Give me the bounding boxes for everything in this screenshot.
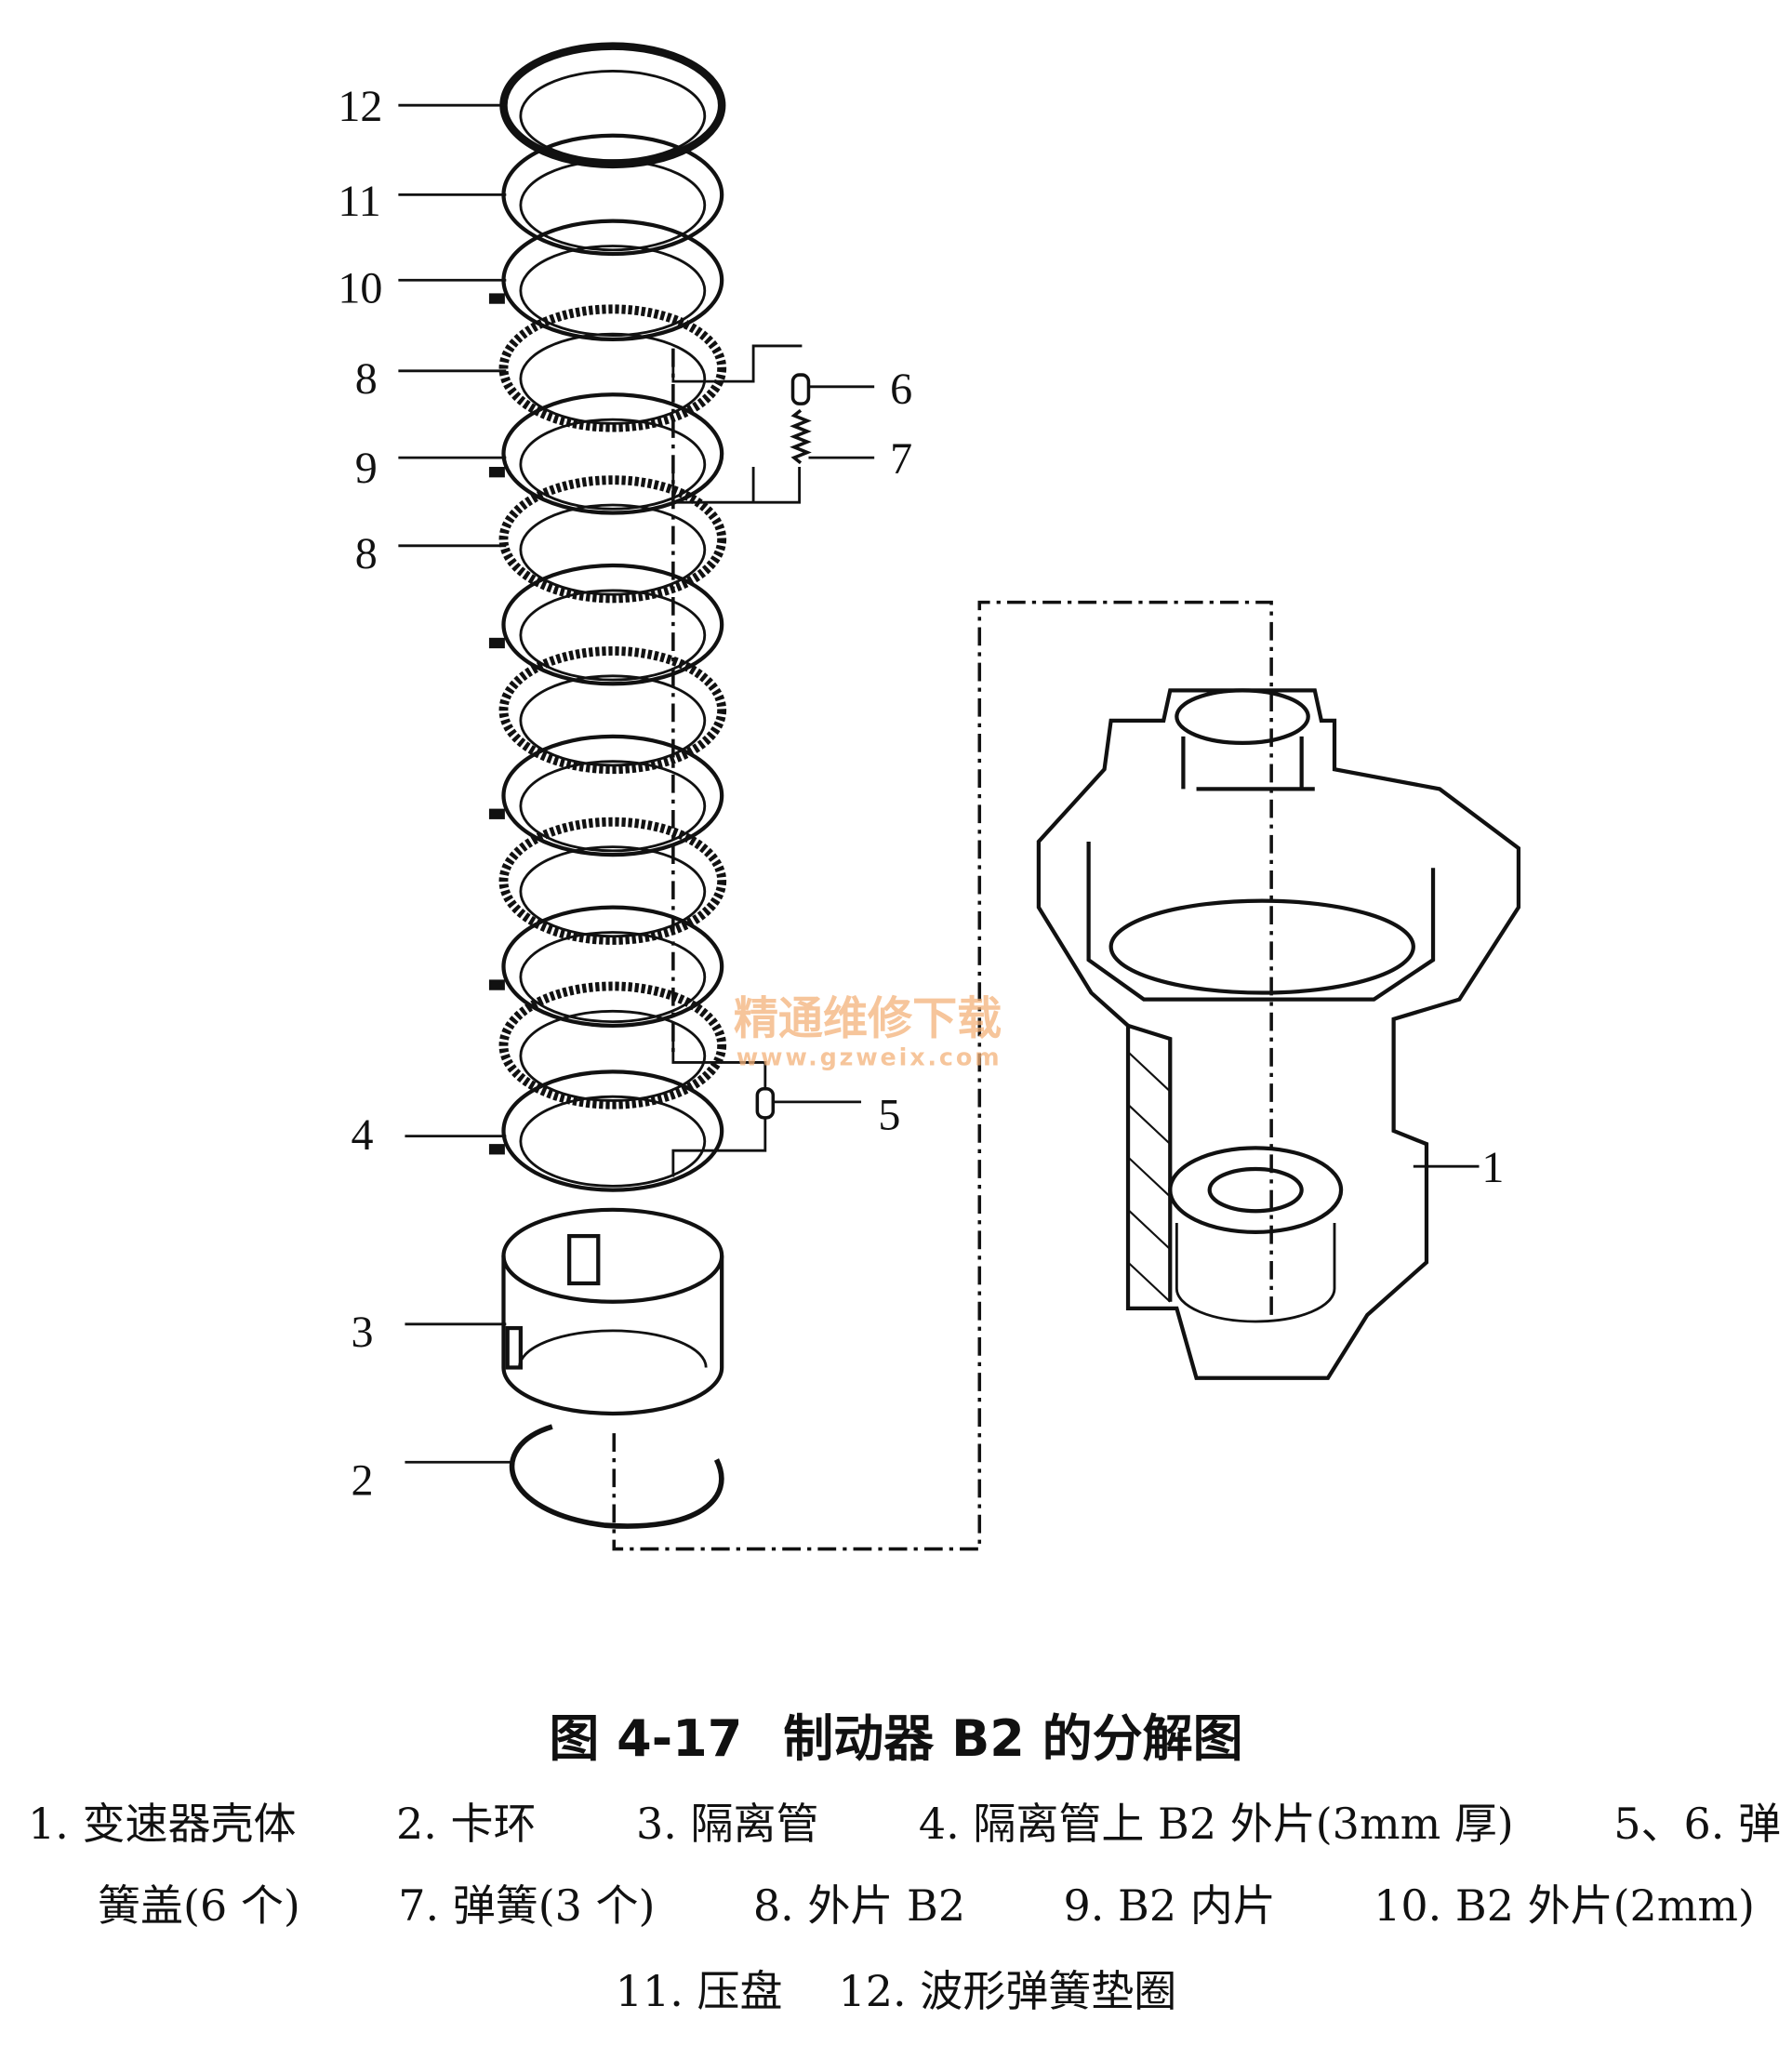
legend-item: 9. B2 内片: [1063, 1880, 1276, 1931]
label-8a: 8: [355, 354, 378, 404]
spring-7: [790, 408, 812, 465]
legend-line-3: 11. 压盘 12. 波形弹簧垫圈: [0, 1958, 1792, 2019]
ring-inner-edge: [519, 1095, 707, 1188]
label-4: 4: [351, 1110, 373, 1160]
label-7: 7: [890, 434, 912, 484]
label-3: 3: [351, 1308, 373, 1357]
figure-caption-title: 制动器 B2 的分解图: [783, 1709, 1243, 1768]
separator-tube: [501, 1207, 724, 1416]
ring-tab: [488, 293, 505, 304]
legend-item: 8. 外片 B2: [752, 1880, 966, 1931]
ring-tab: [488, 637, 505, 649]
ring-inner-edge: [519, 931, 707, 1024]
ring: [499, 42, 726, 169]
leader-lines: [398, 103, 1480, 1464]
ring-stack: [488, 42, 727, 1192]
ring-inner-edge: [519, 332, 707, 425]
label-6: 6: [890, 365, 912, 414]
legend-item: 2. 卡环: [395, 1799, 537, 1849]
label-8b: 8: [355, 529, 378, 578]
ring-tab: [488, 979, 505, 990]
legend-item: 1. 变速器壳体: [28, 1799, 297, 1849]
ring-inner-edge: [519, 503, 707, 596]
legend-item: 11. 压盘: [615, 1966, 783, 2016]
label-12: 12: [338, 82, 382, 131]
ring: [498, 981, 727, 1109]
label-2: 2: [351, 1456, 373, 1506]
ring-tab: [488, 1144, 505, 1155]
legend-item: 10. B2 外片(2mm): [1374, 1880, 1755, 1931]
label-5: 5: [878, 1091, 900, 1140]
label-9: 9: [355, 444, 378, 493]
figure-number: 图 4-17: [549, 1709, 743, 1768]
ring-inner-edge: [519, 674, 707, 767]
label-1: 1: [1481, 1143, 1504, 1192]
legend-item: 5、6. 弹: [1613, 1799, 1781, 1849]
ring: [501, 734, 724, 857]
ring: [501, 392, 724, 515]
ring-inner-edge: [519, 845, 707, 938]
ring: [501, 1069, 724, 1192]
ring: [501, 563, 724, 686]
legend-item: 3. 隔离管: [635, 1799, 819, 1849]
watermark-url: www.gzweix.com: [737, 1043, 1002, 1070]
ring: [501, 905, 724, 1029]
spring-cap-6: [790, 373, 811, 405]
figure-title: 图 4-17 制动器 B2 的分解图: [0, 1697, 1792, 1771]
legend-line-2: 簧盖(6 个) 7. 弹簧(3 个) 8. 外片 B2 9. B2 内片 10.…: [98, 1872, 1755, 1933]
label-11: 11: [338, 177, 380, 226]
transmission-housing: [1036, 688, 1521, 1380]
legend-item: 7. 弹簧(3 个): [398, 1880, 656, 1931]
legend-item: 12. 波形弹簧垫圈: [838, 1966, 1177, 2016]
spring-cap-5: [755, 1086, 776, 1120]
watermark-text: 精通维修下载: [734, 992, 1002, 1044]
ring-tab: [488, 808, 505, 819]
ring-tab: [488, 467, 505, 478]
ring-inner-edge: [519, 418, 707, 511]
snap-ring: [509, 1424, 724, 1529]
ring: [498, 475, 727, 604]
dashed-connector: [612, 348, 1273, 1551]
ring-inner-edge: [519, 159, 707, 252]
legend-item: 4. 隔离管上 B2 外片(3mm 厚): [918, 1799, 1514, 1849]
exploded-view-figure: 12 11 10 8 9 8 4 3 2 6 7 5 1 精通维修下载 www.…: [338, 42, 1521, 1551]
ring: [498, 304, 727, 432]
ring-inner-edge: [519, 1009, 707, 1102]
ring-inner-edge: [519, 589, 707, 682]
ring: [498, 817, 727, 945]
ring: [498, 646, 727, 775]
ring-inner-edge: [519, 760, 707, 853]
legend-item: 簧盖(6 个): [98, 1880, 300, 1931]
label-10: 10: [338, 263, 382, 312]
legend-line-1: 1. 变速器壳体 2. 卡环 3. 隔离管 4. 隔离管上 B2 外片(3mm …: [28, 1790, 1781, 1852]
